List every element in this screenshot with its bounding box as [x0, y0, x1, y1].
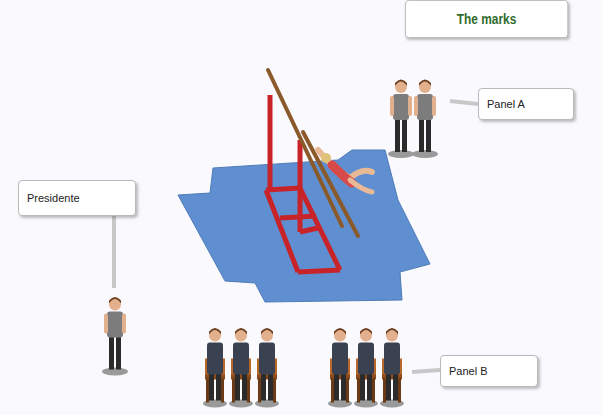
leader-lines [114, 101, 478, 372]
judge-figure [354, 328, 378, 408]
gymnast [318, 150, 372, 192]
label-text: Presidente [27, 192, 80, 204]
heading-box: The marks [405, 0, 568, 38]
label-text: Panel A [487, 98, 525, 110]
callout-box: Panel B [440, 355, 538, 387]
president-figure [102, 297, 128, 376]
floor-mat [178, 150, 430, 302]
judge-figure [328, 328, 352, 408]
label-text: Panel B [449, 365, 488, 377]
bars [268, 70, 358, 236]
judge-figure [412, 80, 438, 159]
callout-box: Presidente [18, 180, 136, 216]
judge-figure [255, 328, 279, 408]
label-text: The marks [457, 11, 517, 27]
judge-figure [203, 328, 227, 408]
judge-figure [380, 328, 404, 408]
judges-panel-b [203, 328, 404, 408]
judges-panel-a [388, 80, 438, 159]
judge-figure [388, 80, 414, 159]
judge-figure [229, 328, 253, 408]
callout-box: Panel A [478, 88, 574, 120]
